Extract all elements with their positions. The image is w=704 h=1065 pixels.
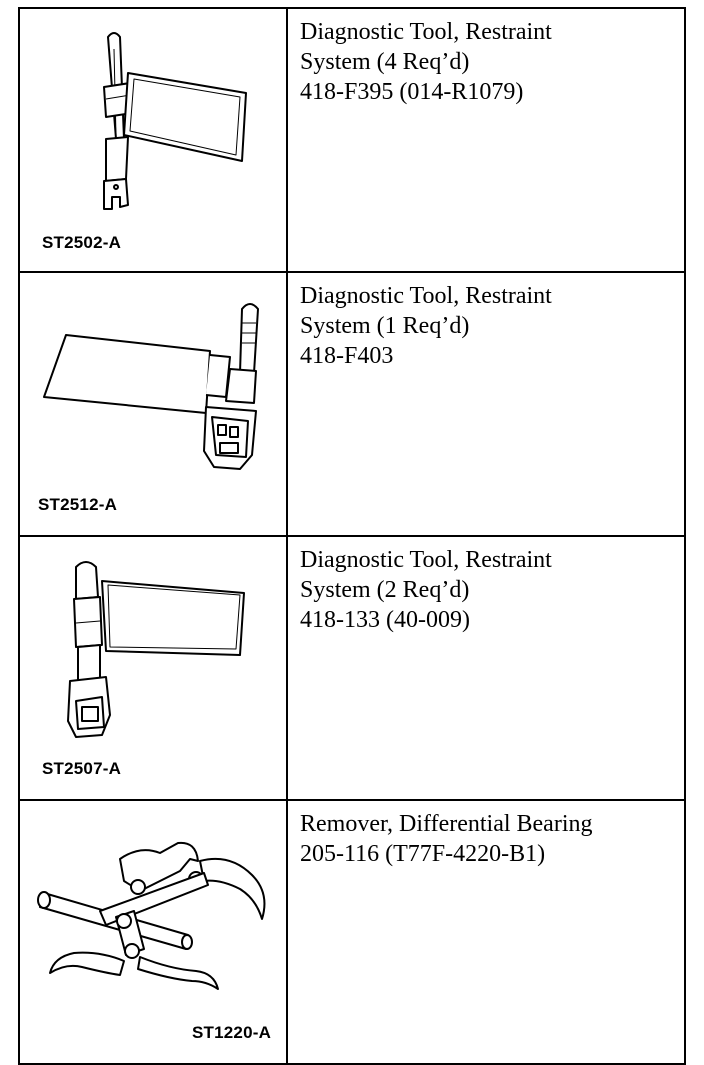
tool-description-cell: Diagnostic Tool, Restraint System (2 Req… (286, 535, 686, 801)
tool-illustration-cell: ST2507-A (18, 535, 288, 801)
illustration-code: ST1220-A (192, 1023, 272, 1042)
description-line: System (2 Req’d) (300, 577, 470, 603)
description-line: Diagnostic Tool, Restraint (300, 19, 552, 45)
description-line: Remover, Differential Bearing (300, 811, 593, 837)
tool-illustration-cell: ST1220-A (18, 799, 288, 1065)
restraint-diagnostic-tool-1-illustration (43, 303, 259, 470)
tool-illustration-cell: ST2502-A (18, 7, 288, 273)
table-row: ST2512-A Diagnostic Tool, Restraint Syst… (18, 271, 686, 537)
part-number: 418-F403 (300, 343, 394, 369)
description-line: System (4 Req’d) (300, 49, 470, 75)
table-row: ST2507-A Diagnostic Tool, Restraint Syst… (18, 535, 686, 801)
table-row: ST2502-A Diagnostic Tool, Restraint Syst… (18, 7, 686, 273)
part-number: 205-116 (T77F-4220-B1) (300, 841, 546, 867)
illustration-code: ST2502-A (42, 233, 122, 252)
description-line: Diagnostic Tool, Restraint (300, 283, 552, 309)
restraint-diagnostic-tool-2-illustration (67, 561, 245, 738)
illustration-code: ST2507-A (42, 759, 122, 778)
differential-bearing-remover-illustration (37, 841, 266, 990)
tool-description-cell: Remover, Differential Bearing 205-116 (T… (286, 799, 686, 1065)
description-line: Diagnostic Tool, Restraint (300, 547, 552, 573)
description-line: System (1 Req’d) (300, 313, 470, 339)
illustration-code: ST2512-A (38, 495, 118, 514)
restraint-diagnostic-tool-4-illustration (103, 32, 247, 210)
tool-illustration-cell: ST2512-A (18, 271, 288, 537)
tool-description-cell: Diagnostic Tool, Restraint System (4 Req… (286, 7, 686, 273)
tool-description-cell: Diagnostic Tool, Restraint System (1 Req… (286, 271, 686, 537)
part-number: 418-133 (40-009) (300, 607, 470, 633)
special-tools-table: ST2502-A Diagnostic Tool, Restraint Syst… (18, 7, 686, 1065)
table-row: ST1220-A Remover, Differential Bearing 2… (18, 799, 686, 1065)
part-number: 418-F395 (014-R1079) (300, 79, 524, 105)
